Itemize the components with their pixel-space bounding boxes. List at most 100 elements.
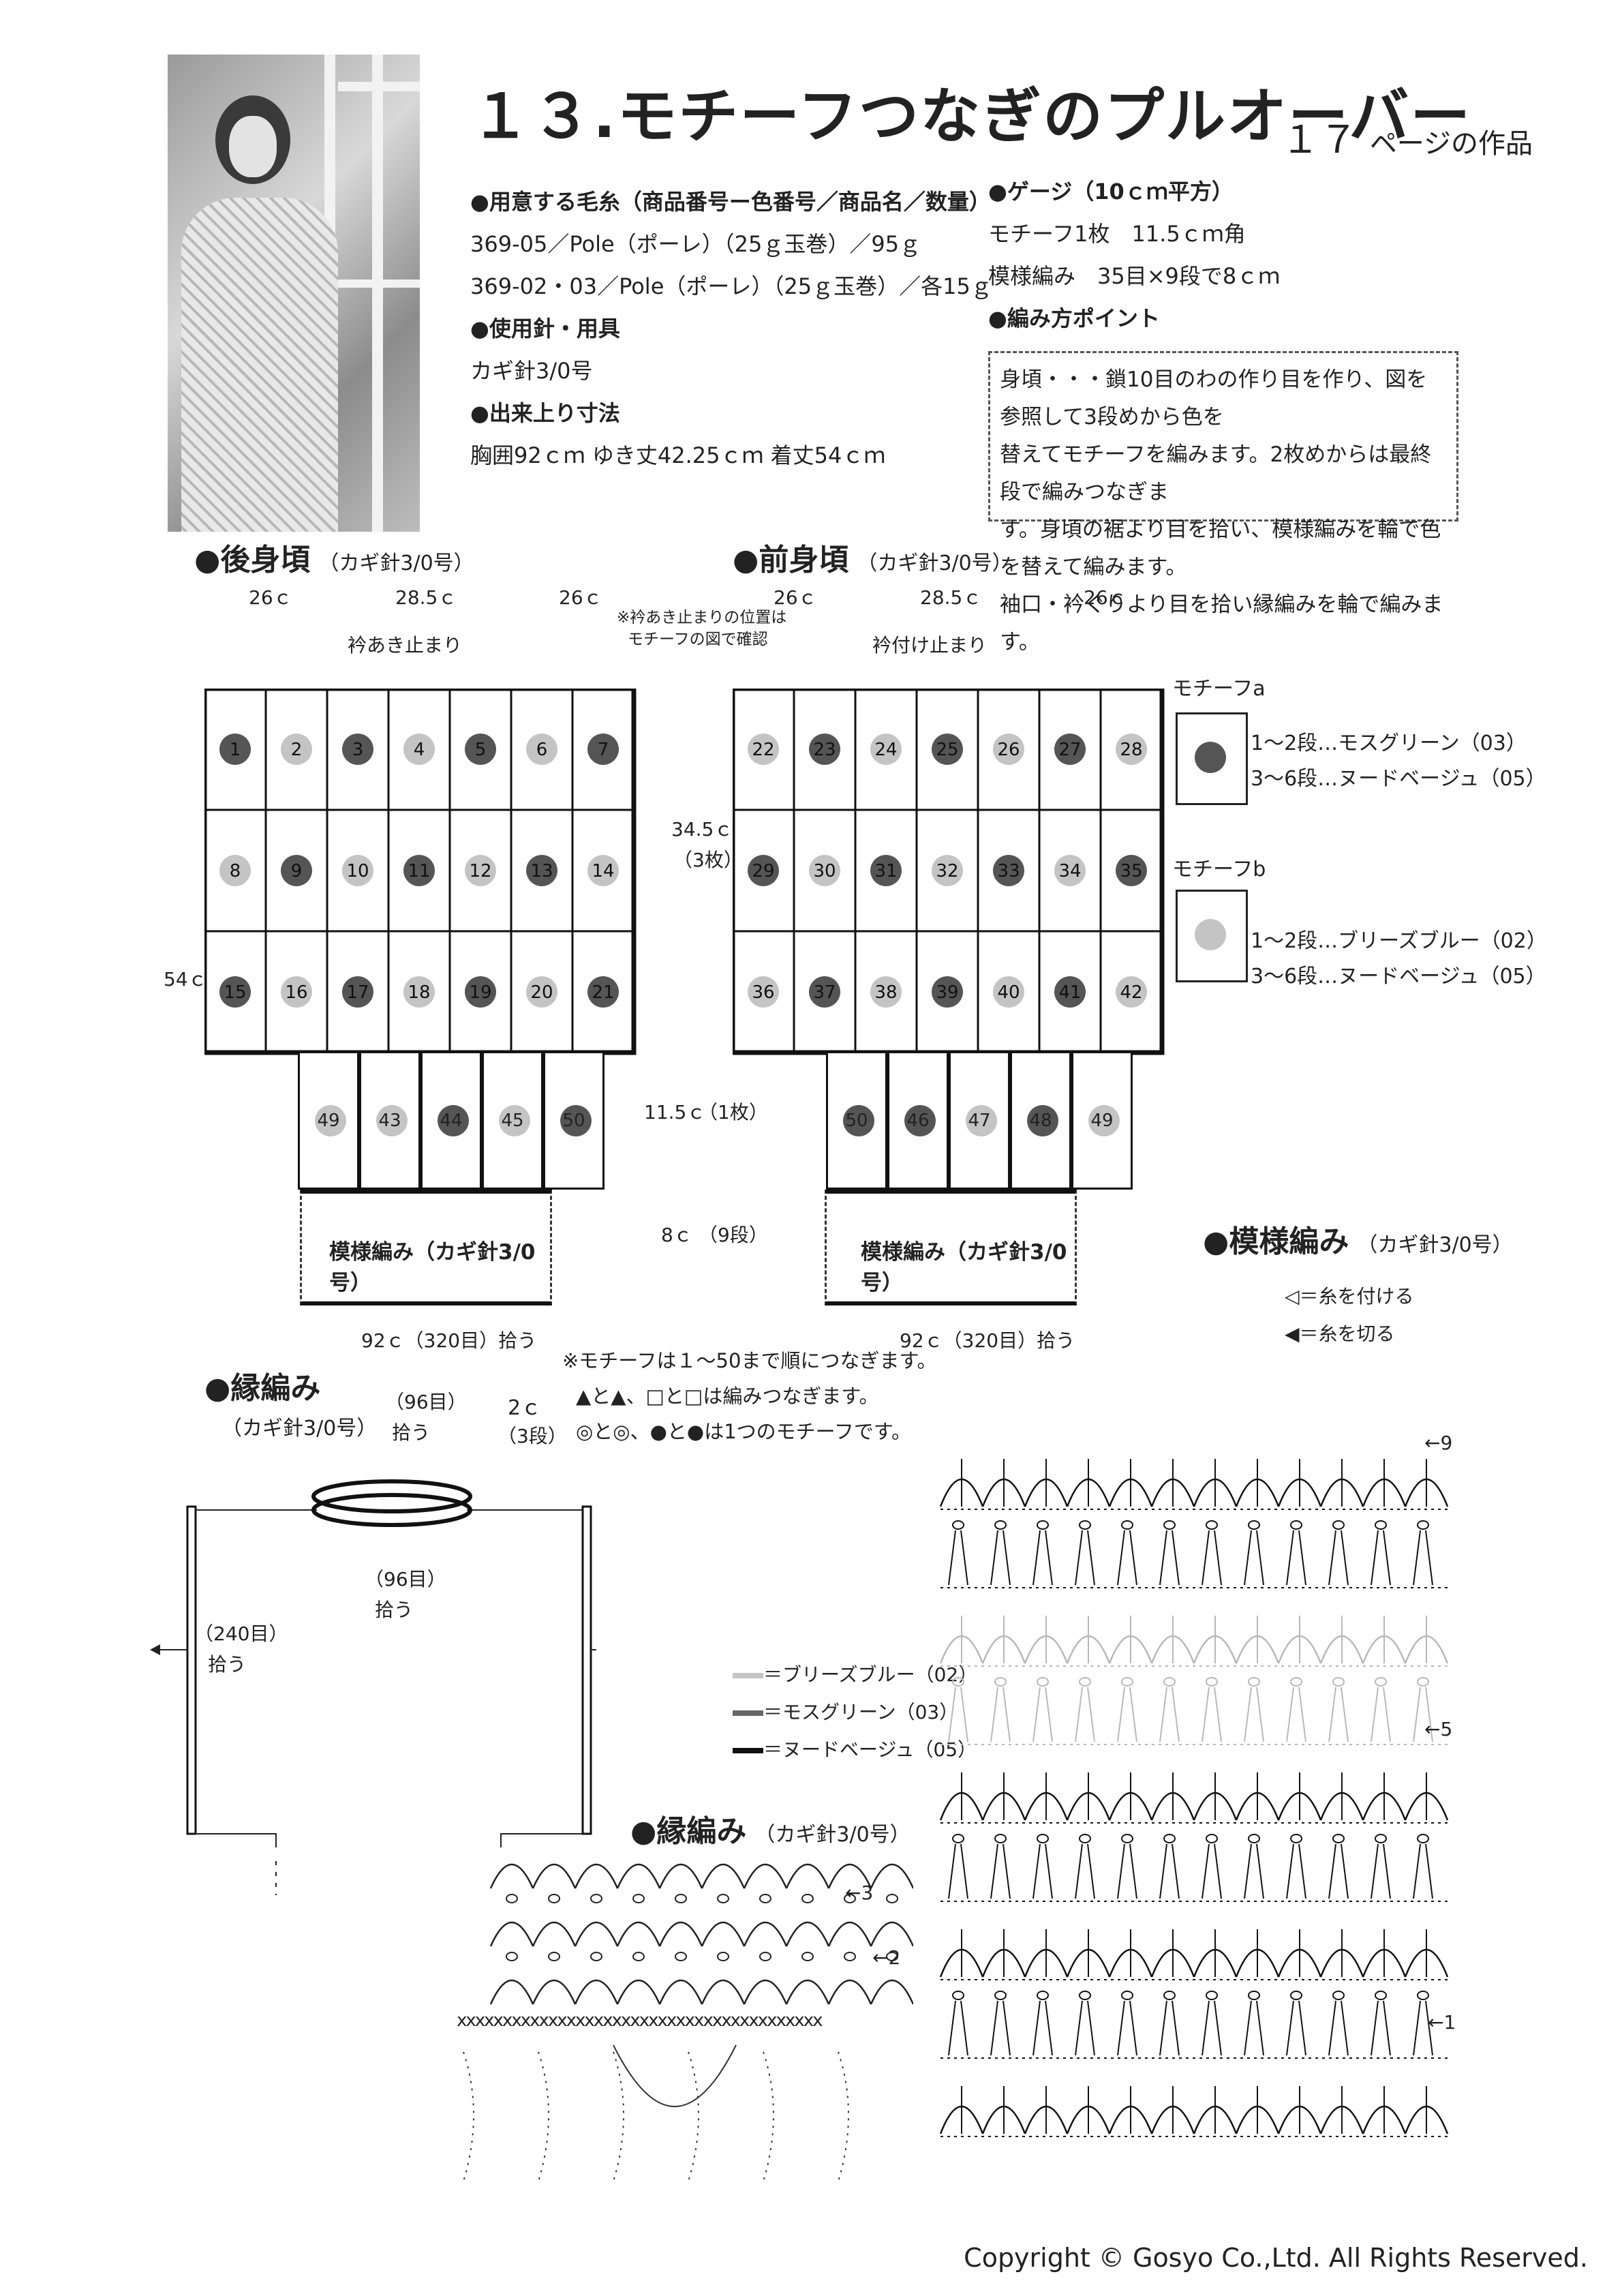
chart-stitch-post — [960, 1843, 968, 1899]
chart-stitch-post — [1298, 1843, 1306, 1899]
chart-stitch-post — [1202, 1687, 1210, 1742]
edging-chart-arc — [658, 1921, 703, 1947]
edging-side-pick: 拾う — [208, 1653, 247, 1676]
back-motif-dot — [587, 976, 619, 1008]
front-motif-dot — [993, 855, 1024, 886]
gauge-line-2: 模様編み 35目×9段で8ｃｍ — [988, 263, 1281, 289]
chart-chain-loop — [952, 1834, 964, 1843]
neck-note-1: ※衿あき止まりの位置は — [617, 609, 787, 626]
chart-stitch-post — [1032, 1530, 1041, 1586]
motif-a-desc: 1～2段…モスグリーン（03） 3～6段…ヌードベージュ（05） — [1251, 726, 1546, 797]
chart-chain-loop — [1206, 1520, 1218, 1530]
chart-stitch-post — [1032, 1687, 1041, 1742]
chart-stitch-post — [1383, 1530, 1391, 1586]
chart-stitch-post — [1075, 1687, 1083, 1742]
edging-chart-arc — [870, 1979, 913, 2005]
back-lower-motif: 50 — [543, 1053, 605, 1190]
front-lower-motif: 47 — [949, 1053, 1010, 1190]
chart-stitch-post — [948, 1530, 956, 1586]
green-swatch — [733, 1710, 763, 1716]
front-width-3: 26ｃ — [1084, 586, 1127, 609]
arrow-left-icon — [150, 1644, 160, 1655]
front-motif-number: 24 — [874, 740, 897, 760]
chart-stitch-post — [1341, 2000, 1349, 2056]
edging-chart-picot — [801, 1952, 814, 1961]
edging-bottom-count: （96目） — [365, 1568, 446, 1590]
pattern-needle: （カギ針3/0号） — [1357, 1233, 1513, 1257]
chart-chain-loop — [1163, 1834, 1176, 1843]
front-hem-title: 模様編み（カギ針3/0号） — [861, 1240, 1067, 1295]
edging-chart-arc — [489, 1863, 534, 1889]
chart-chain-loop — [994, 1991, 1007, 2000]
edging-chart-arc — [870, 1921, 913, 1947]
back-lower-motif: 45 — [482, 1053, 543, 1190]
motif-b-line-2: 3～6段…ヌードベージュ（05） — [1251, 965, 1546, 988]
chart-stitch-post — [1425, 1530, 1433, 1586]
front-motif-number: 37 — [813, 982, 836, 1003]
back-motif-dot — [587, 855, 619, 886]
row-1-marker: ←1 — [1428, 2011, 1456, 2034]
neck-ring-outer — [311, 1479, 472, 1513]
chart-chain-loop — [1290, 1677, 1302, 1687]
chart-stitch-post — [1045, 2000, 1053, 2056]
edging-side-count: （240目） — [194, 1622, 288, 1645]
edging-chart-arc — [743, 1979, 788, 2005]
chart-stitch-post — [1328, 2000, 1336, 2056]
front-lower-motif-dot — [1027, 1105, 1058, 1136]
back-neck-label: 衿あき止まり — [348, 634, 463, 656]
chart-stitch-post — [1087, 2000, 1095, 2056]
chart-stitch-post — [1413, 1687, 1421, 1742]
back-motif-dot — [465, 976, 496, 1008]
front-needle: （カギ針3/0号） — [857, 552, 1013, 575]
chart-chain-loop — [1248, 1834, 1260, 1843]
chart-chain-loop — [1332, 1834, 1345, 1843]
beige-swatch — [733, 1748, 763, 1753]
height-3-motifs: （3枚） — [673, 849, 743, 871]
edging-chart-base-arc — [613, 2044, 737, 2107]
chart-stitch-post — [1244, 1530, 1252, 1586]
chart-chain-loop — [1037, 1677, 1049, 1687]
chart-stitch-post — [960, 2000, 968, 2056]
chart-stitch-post — [1172, 1843, 1180, 1899]
chart-stitch-post — [1425, 2000, 1433, 2056]
back-width-3: 26ｃ — [559, 586, 602, 609]
back-motif-dot — [587, 734, 619, 765]
back-motif-number: 2 — [291, 740, 303, 760]
chart-chain-loop — [1417, 1991, 1429, 2000]
chart-chain-loop — [952, 1677, 964, 1687]
chart-stitch-post — [1256, 1687, 1264, 1742]
motif-b-dot — [1195, 919, 1226, 950]
front-motif-dot — [748, 855, 779, 886]
chart-chain-loop — [1037, 1520, 1049, 1530]
back-motif-dot — [219, 976, 251, 1008]
edging-chart-arc — [658, 1863, 703, 1889]
page-reference: １７ ページの作品 — [1281, 109, 1533, 164]
chart-stitch-post — [990, 1843, 998, 1899]
chart-chain-loop — [1332, 1677, 1345, 1687]
points-line-1: 身頃・・・鎖10目のわの作り目を作り、図を参照して3段めから色を — [1000, 367, 1428, 429]
chart-stitch-post — [960, 1687, 968, 1742]
edging-chart-picot — [759, 1894, 771, 1903]
legend-cut-text: ＝糸を切る — [1299, 1323, 1395, 1345]
chart-stitch-post — [1341, 1530, 1349, 1586]
back-height: 54ｃ — [164, 968, 207, 991]
edging-chart-arc — [532, 1921, 577, 1947]
chart-stitch-post — [1425, 1843, 1433, 1899]
back-motif-number: 18 — [408, 982, 430, 1003]
chart-stitch-post — [1214, 2000, 1222, 2056]
chart-chain-loop — [1206, 1834, 1218, 1843]
front-motif-number: 41 — [1058, 982, 1081, 1003]
front-motif-number: 32 — [936, 861, 958, 881]
edging-chart-arc — [870, 1863, 913, 1889]
chart-stitch-post — [1244, 1843, 1252, 1899]
back-hem-title: 模様編み（カギ針3/0号） — [329, 1240, 536, 1295]
front-motif-dot — [809, 734, 840, 765]
front-neck-label: 衿付け止まり — [872, 634, 988, 656]
join-note-3: ◎と◎、●と●は1つのモチーフです。 — [576, 1420, 912, 1443]
back-lower-motif-dot — [560, 1105, 592, 1136]
back-lower-motif: 43 — [359, 1053, 420, 1190]
chart-stitch-post — [990, 1530, 998, 1586]
edging-bottom-pick: 拾う — [375, 1599, 414, 1621]
motif-b-desc: 1～2段…ブリーズブルー（02） 3～6段…ヌードベージュ（05） — [1251, 924, 1547, 995]
edging-chart-picot — [548, 1894, 560, 1903]
